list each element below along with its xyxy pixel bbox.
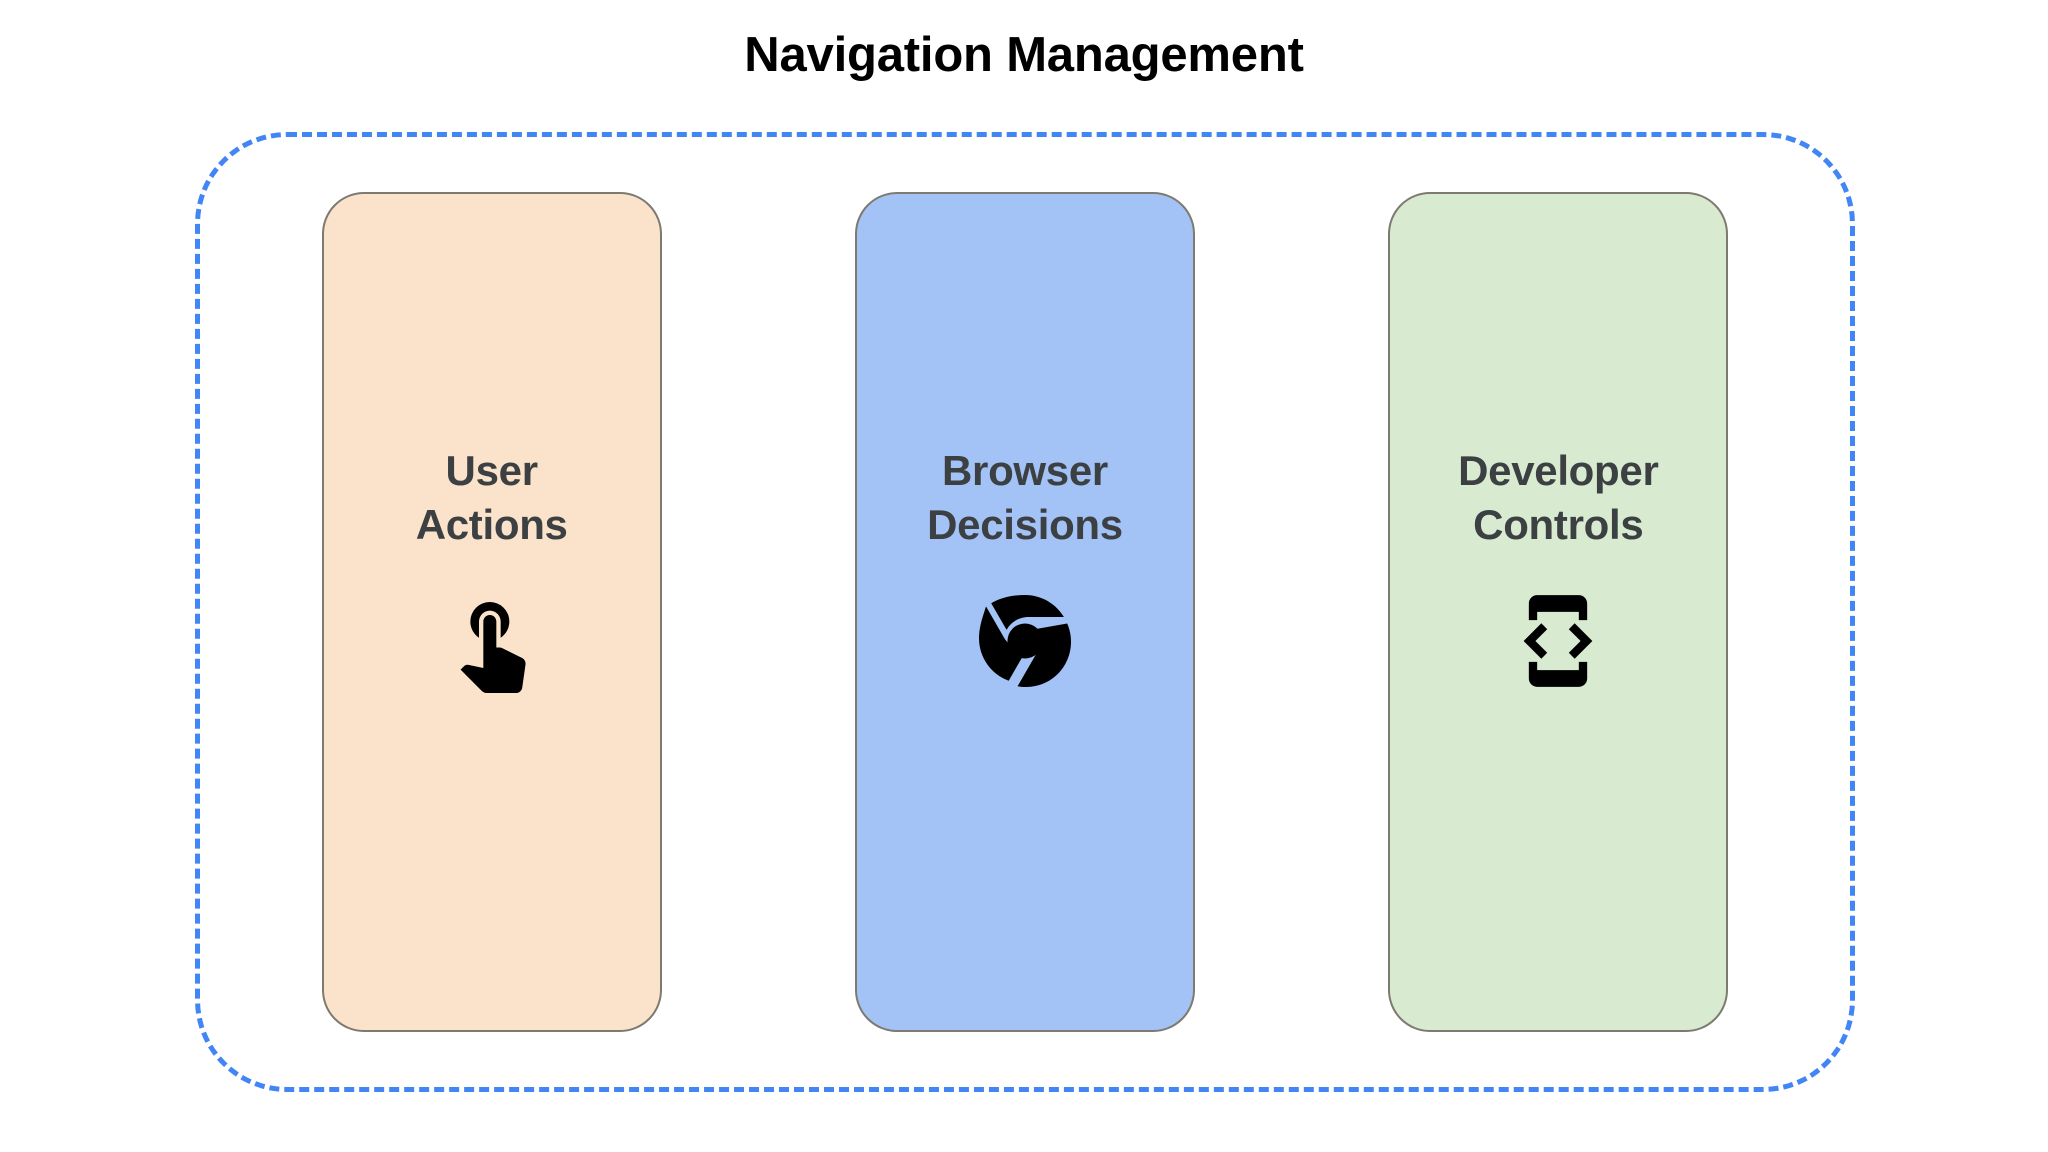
card-developer-controls-label: Developer Controls <box>1458 447 1659 548</box>
navigation-management-group-border <box>195 132 1855 1092</box>
card-browser-decisions[interactable]: Browser Decisions <box>854 192 1195 1032</box>
card-row: User Actions Browser Decisions <box>195 132 1855 1092</box>
card-user-actions-label: User Actions <box>415 447 568 548</box>
chrome-logo-icon <box>970 586 1080 696</box>
developer-mode-icon <box>1503 586 1613 696</box>
touch-app-icon <box>437 586 547 696</box>
card-developer-controls[interactable]: Developer Controls <box>1388 192 1729 1032</box>
page-title: Navigation Management <box>744 28 1304 82</box>
card-browser-decisions-label: Browser Decisions <box>927 447 1123 548</box>
card-user-actions[interactable]: User Actions <box>321 192 662 1032</box>
